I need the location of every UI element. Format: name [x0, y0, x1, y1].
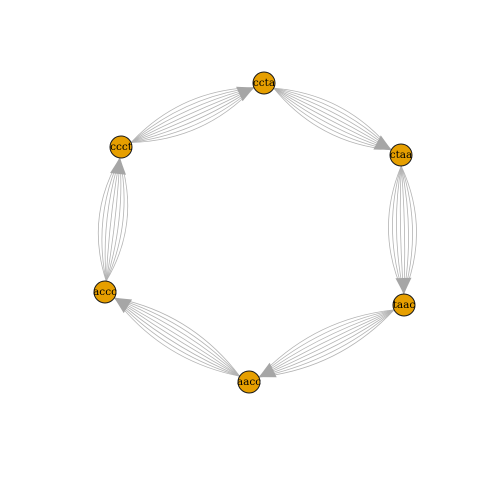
edge-bundle-aacc-accc	[113, 297, 241, 377]
node-circle	[389, 143, 413, 167]
edge	[258, 309, 395, 378]
edge	[114, 297, 241, 377]
arrowhead-icon	[110, 157, 126, 175]
node-label: aacc	[237, 376, 261, 388]
edge	[258, 309, 395, 378]
node-ccct: ccct	[109, 135, 133, 159]
node-circle	[109, 135, 133, 159]
arrowhead-icon	[373, 135, 392, 150]
edge	[114, 297, 240, 377]
edge	[113, 297, 240, 377]
edge	[105, 157, 121, 282]
edge-bundle-ccta-ctaa	[273, 87, 392, 151]
arrowhead-layer	[110, 86, 412, 378]
edge	[273, 87, 392, 151]
edge	[130, 87, 255, 143]
node-circle	[93, 280, 117, 304]
edge	[273, 87, 392, 151]
arrowhead-icon	[236, 86, 254, 102]
edge	[114, 297, 240, 377]
node-accc: accc	[93, 280, 117, 304]
edge	[273, 87, 392, 151]
node-ctaa: ctaa	[389, 143, 413, 167]
edge	[258, 309, 395, 378]
edge	[273, 87, 392, 151]
edge	[130, 87, 255, 143]
node-label: ccct	[110, 141, 133, 153]
node-circle	[252, 71, 276, 95]
arrowhead-icon	[114, 297, 133, 314]
node-circle	[392, 293, 416, 317]
edge	[114, 297, 240, 377]
edge	[130, 87, 255, 143]
edge-layer	[97, 87, 417, 378]
edge	[105, 157, 121, 282]
edge	[114, 297, 240, 377]
edge-bundle-taac-aacc	[258, 309, 395, 378]
node-label: ctaa	[390, 149, 413, 161]
arrowhead-icon	[395, 277, 412, 294]
edge	[273, 87, 392, 151]
node-label: accc	[93, 286, 117, 298]
node-label: taac	[393, 299, 416, 311]
edge	[114, 297, 240, 377]
edge	[258, 309, 395, 378]
edge	[130, 87, 255, 143]
edge	[258, 309, 395, 378]
node-ccta: ccta	[252, 71, 276, 95]
node-circle	[237, 370, 261, 394]
node-layer: ccta ctaa taac aacc accc ccct	[93, 71, 416, 394]
node-label: ccta	[253, 77, 275, 89]
edge-bundle-accc-ccct	[97, 157, 129, 282]
node-taac: taac	[392, 293, 416, 317]
edge	[258, 309, 395, 378]
edge	[399, 165, 405, 295]
node-aacc: aacc	[237, 370, 261, 394]
edge	[130, 87, 255, 143]
edge	[130, 87, 255, 143]
edge	[400, 165, 406, 295]
edge	[130, 87, 255, 143]
edge-bundle-ctaa-taac	[388, 165, 417, 295]
edge	[114, 297, 240, 377]
edge	[273, 87, 392, 151]
edge-bundle-ccct-ccta	[130, 87, 255, 143]
edge	[258, 309, 395, 378]
edge	[258, 309, 395, 378]
arrowhead-icon	[258, 362, 277, 378]
edge	[130, 87, 255, 143]
edge	[273, 87, 392, 151]
edge	[273, 87, 392, 151]
